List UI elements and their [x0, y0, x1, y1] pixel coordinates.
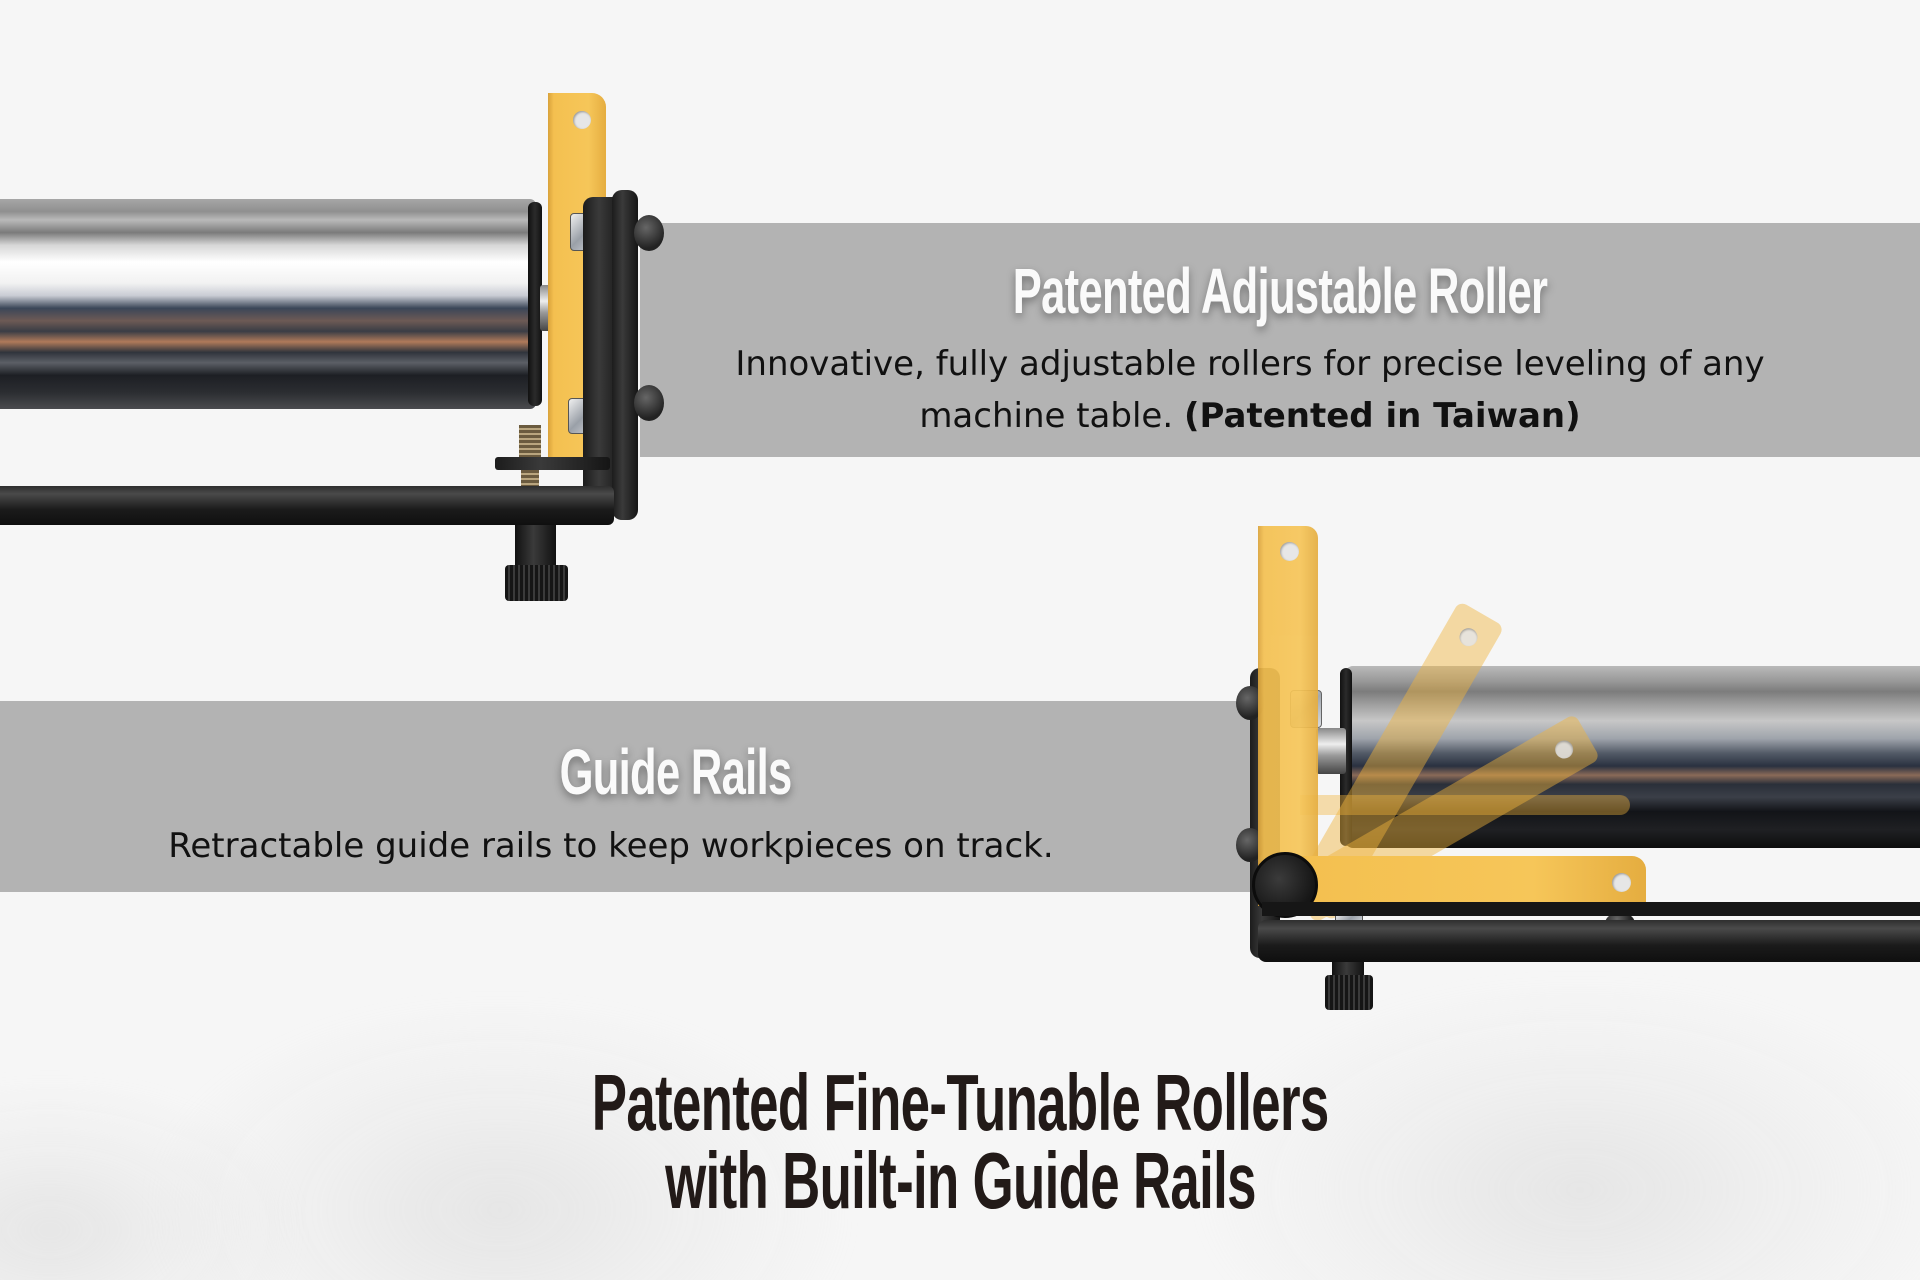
- bolt-head-icon: [634, 385, 664, 421]
- bolt-head-icon: [634, 215, 664, 251]
- feature-roller-description-line1: Innovative, fully adjustable rollers for…: [735, 344, 1765, 384]
- knurled-knob-icon: [1325, 975, 1373, 1010]
- outer-plate: [612, 190, 638, 520]
- threaded-stud: [521, 470, 539, 486]
- roller-end-cap: [528, 202, 542, 406]
- bracket-hole: [1280, 542, 1299, 561]
- knurled-knob-icon: [505, 565, 568, 601]
- feature-rails-title: Guide Rails: [560, 736, 793, 808]
- bracket-hole: [1551, 737, 1577, 762]
- l-foot: [495, 457, 610, 470]
- bracket-hole: [1612, 873, 1631, 892]
- rail-upper-edge: [1262, 902, 1920, 916]
- roller-shaft: [1316, 728, 1346, 774]
- feature-band-rails: [0, 701, 1250, 892]
- folding-bracket-ghost: [1300, 795, 1630, 815]
- feature-roller-description: Innovative, fully adjustable rollers for…: [640, 338, 1860, 442]
- thumb-screw-stem: [515, 525, 556, 567]
- feature-roller-title: Patented Adjustable Roller: [1012, 255, 1548, 327]
- yellow-bracket-vertical: [1258, 526, 1318, 906]
- feature-rails-description: Retractable guide rails to keep workpiec…: [168, 826, 1054, 866]
- steel-roller-tube: [1345, 666, 1920, 848]
- feature-band-roller: [640, 223, 1920, 457]
- patent-note: (Patented in Taiwan): [1183, 396, 1581, 436]
- roller-end-cap: [1340, 668, 1352, 846]
- feature-roller-description-line2: machine table. (Patented in Taiwan): [919, 396, 1581, 436]
- support-rail: [1258, 920, 1920, 962]
- bracket-hole: [1456, 624, 1481, 650]
- support-rail: [0, 486, 614, 525]
- threaded-stud: [519, 425, 541, 457]
- headline-line2: with Built-in Guide Rails: [664, 1136, 1256, 1225]
- chrome-roller-tube: [0, 199, 536, 409]
- bracket-hole: [573, 111, 591, 129]
- headline-line1: Patented Fine-Tunable Rollers: [591, 1058, 1329, 1147]
